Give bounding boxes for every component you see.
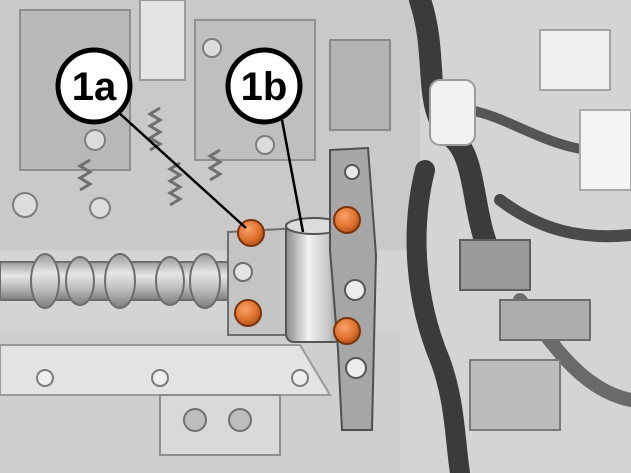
highlighted-bolts-1a	[234, 219, 265, 327]
callout-1b-label: 1b	[241, 65, 288, 109]
bolt-lower-left	[234, 299, 262, 327]
callout-1a-label: 1a	[72, 65, 117, 109]
bolt-upper-right	[333, 206, 361, 234]
callout-1b: 1b	[225, 47, 303, 125]
callout-1a: 1a	[55, 47, 133, 125]
highlighted-bolts-1b	[333, 206, 361, 345]
lower-casting	[0, 330, 400, 473]
sensor-collar	[285, 217, 343, 343]
valve-springs	[77, 106, 223, 207]
upper-engine-block	[0, 0, 420, 250]
callout-1a-leader	[117, 111, 247, 229]
connectors	[429, 29, 631, 431]
callout-1b-leader	[280, 119, 305, 233]
bolt-lower-right	[333, 317, 361, 345]
